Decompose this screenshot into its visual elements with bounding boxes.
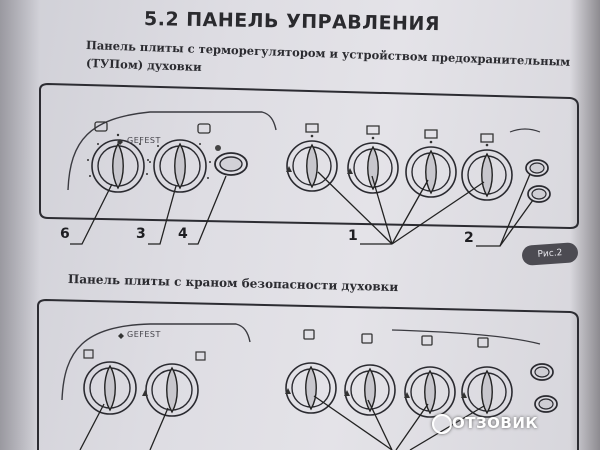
panel2-knob-oven [142,363,199,417]
panel2-icon-mid [195,351,206,361]
burner-knob-1 [286,134,338,192]
panel2-outline [37,298,579,450]
figure-label: Рис.2 [521,242,579,266]
panel1-divider-curve [67,111,277,191]
ignition-indicator-icon [215,145,221,151]
panel2-burner-knob-4 [461,366,513,418]
panel2-small-button-top [530,363,554,381]
panel2-divider-curve [61,323,251,401]
panel2-divider-right [391,329,541,345]
small-button-top [525,159,549,177]
watermark-text: ОТЗОВИК [452,414,539,432]
panel2-brand-logo-icon [118,333,124,339]
brand-logo-icon [117,139,123,145]
ignition-button [214,152,248,176]
panel2-small-button-bottom [534,395,558,413]
panel2-knob-timer [83,361,137,415]
oven-icon-2 [197,123,211,134]
burner-knob-4 [461,143,513,201]
panel2-brand-name: GEFEST [127,330,161,339]
callout-2: 2 [464,230,474,246]
callout-1: 1 [348,228,358,244]
panel2-burner-knob-3 [404,366,456,418]
small-button-bottom [527,185,551,203]
page-shadow-left [0,0,40,450]
panel2-leader-lines [79,395,485,450]
knob-thermostat [87,133,149,193]
panel1-divider-right [509,128,541,133]
panel2-burner-icons [303,329,489,348]
watermark-logo-icon [432,414,452,434]
panel1-outline [39,82,579,230]
callout-4: 4 [178,226,188,242]
knob-oven-timer [149,139,211,193]
burner-knob-2 [347,136,399,194]
panel2-burner-knob-2 [344,364,396,416]
panel1-leader-lines [70,171,534,247]
callout-6: 6 [60,226,70,242]
burner-knob-3 [405,140,457,198]
callout-3: 3 [136,226,146,242]
panel2-icon-left [83,349,94,359]
panel2-burner-knob-1 [285,362,337,414]
burner-position-icons [305,123,494,143]
page-shadow-right [570,0,600,450]
brand-name: GEFEST [127,136,161,145]
oven-icon-1 [94,121,108,132]
